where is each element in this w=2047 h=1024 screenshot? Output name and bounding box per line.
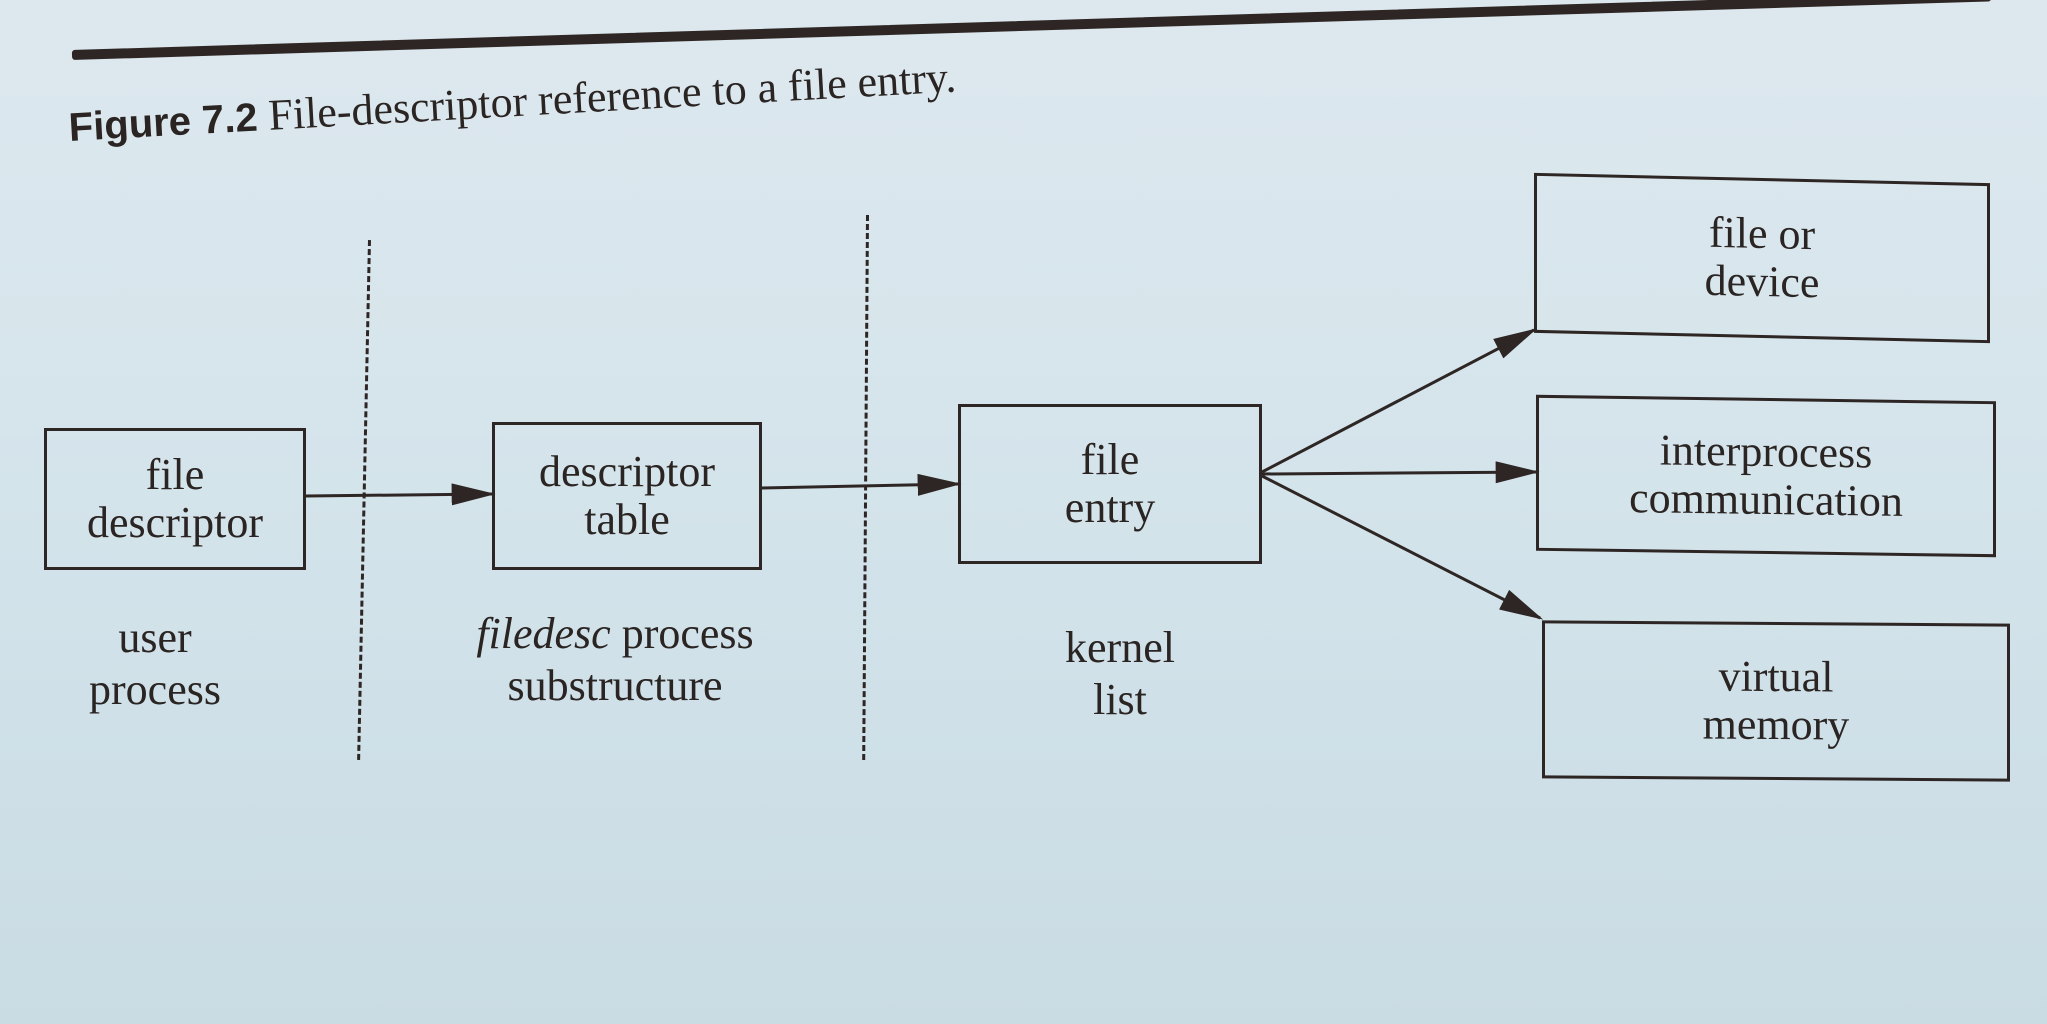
- region-kernel-line2: list: [1093, 674, 1147, 724]
- node-virtual-memory: virtual memory: [1542, 620, 2010, 782]
- arrow-file-entry-to-virtual-memory: [1261, 474, 1544, 620]
- node-descriptor-table-line1: descriptor: [539, 446, 715, 496]
- region-kernel-line1: kernel: [1065, 623, 1175, 672]
- region-label-user-process: user process: [62, 612, 248, 716]
- node-file-descriptor-line2: descriptor: [87, 498, 263, 547]
- node-descriptor-table: descriptor table: [492, 422, 762, 570]
- region-filedesc-line2: substructure: [507, 660, 723, 710]
- node-file-or-device: file or device: [1534, 172, 1990, 344]
- region-user-line2: process: [89, 664, 221, 714]
- arrow-file-entry-to-interprocess: [1261, 461, 1540, 484]
- node-file-descriptor: file descriptor: [44, 428, 306, 570]
- node-virtual-memory-line1: virtual: [1718, 651, 1834, 702]
- region-filedesc-rest: process: [610, 609, 754, 658]
- region-label-filedesc: filedesc process substructure: [440, 608, 790, 712]
- region-label-kernel-list: kernel list: [1020, 622, 1220, 726]
- node-file-or-device-line2: device: [1704, 255, 1820, 308]
- node-descriptor-table-line2: table: [584, 495, 670, 544]
- node-file-entry-line2: entry: [1064, 483, 1156, 532]
- node-interprocess-line2: communication: [1629, 473, 1903, 526]
- arrow-file-entry-to-file-or-device: [1261, 328, 1538, 474]
- arrow-file-descriptor-to-descriptor-table: [305, 483, 496, 506]
- node-file-entry: file entry: [958, 404, 1262, 564]
- node-virtual-memory-line2: memory: [1702, 699, 1850, 750]
- node-interprocess-line1: interprocess: [1659, 425, 1873, 478]
- region-filedesc-italic: filedesc: [476, 609, 611, 658]
- node-interprocess: interprocess communication: [1536, 394, 1996, 558]
- node-file-or-device-line1: file or: [1708, 207, 1816, 259]
- node-file-entry-line1: file: [1080, 434, 1140, 484]
- node-file-descriptor-line1: file: [145, 449, 205, 499]
- arrow-descriptor-table-to-file-entry: [761, 473, 962, 496]
- region-user-line1: user: [118, 613, 192, 662]
